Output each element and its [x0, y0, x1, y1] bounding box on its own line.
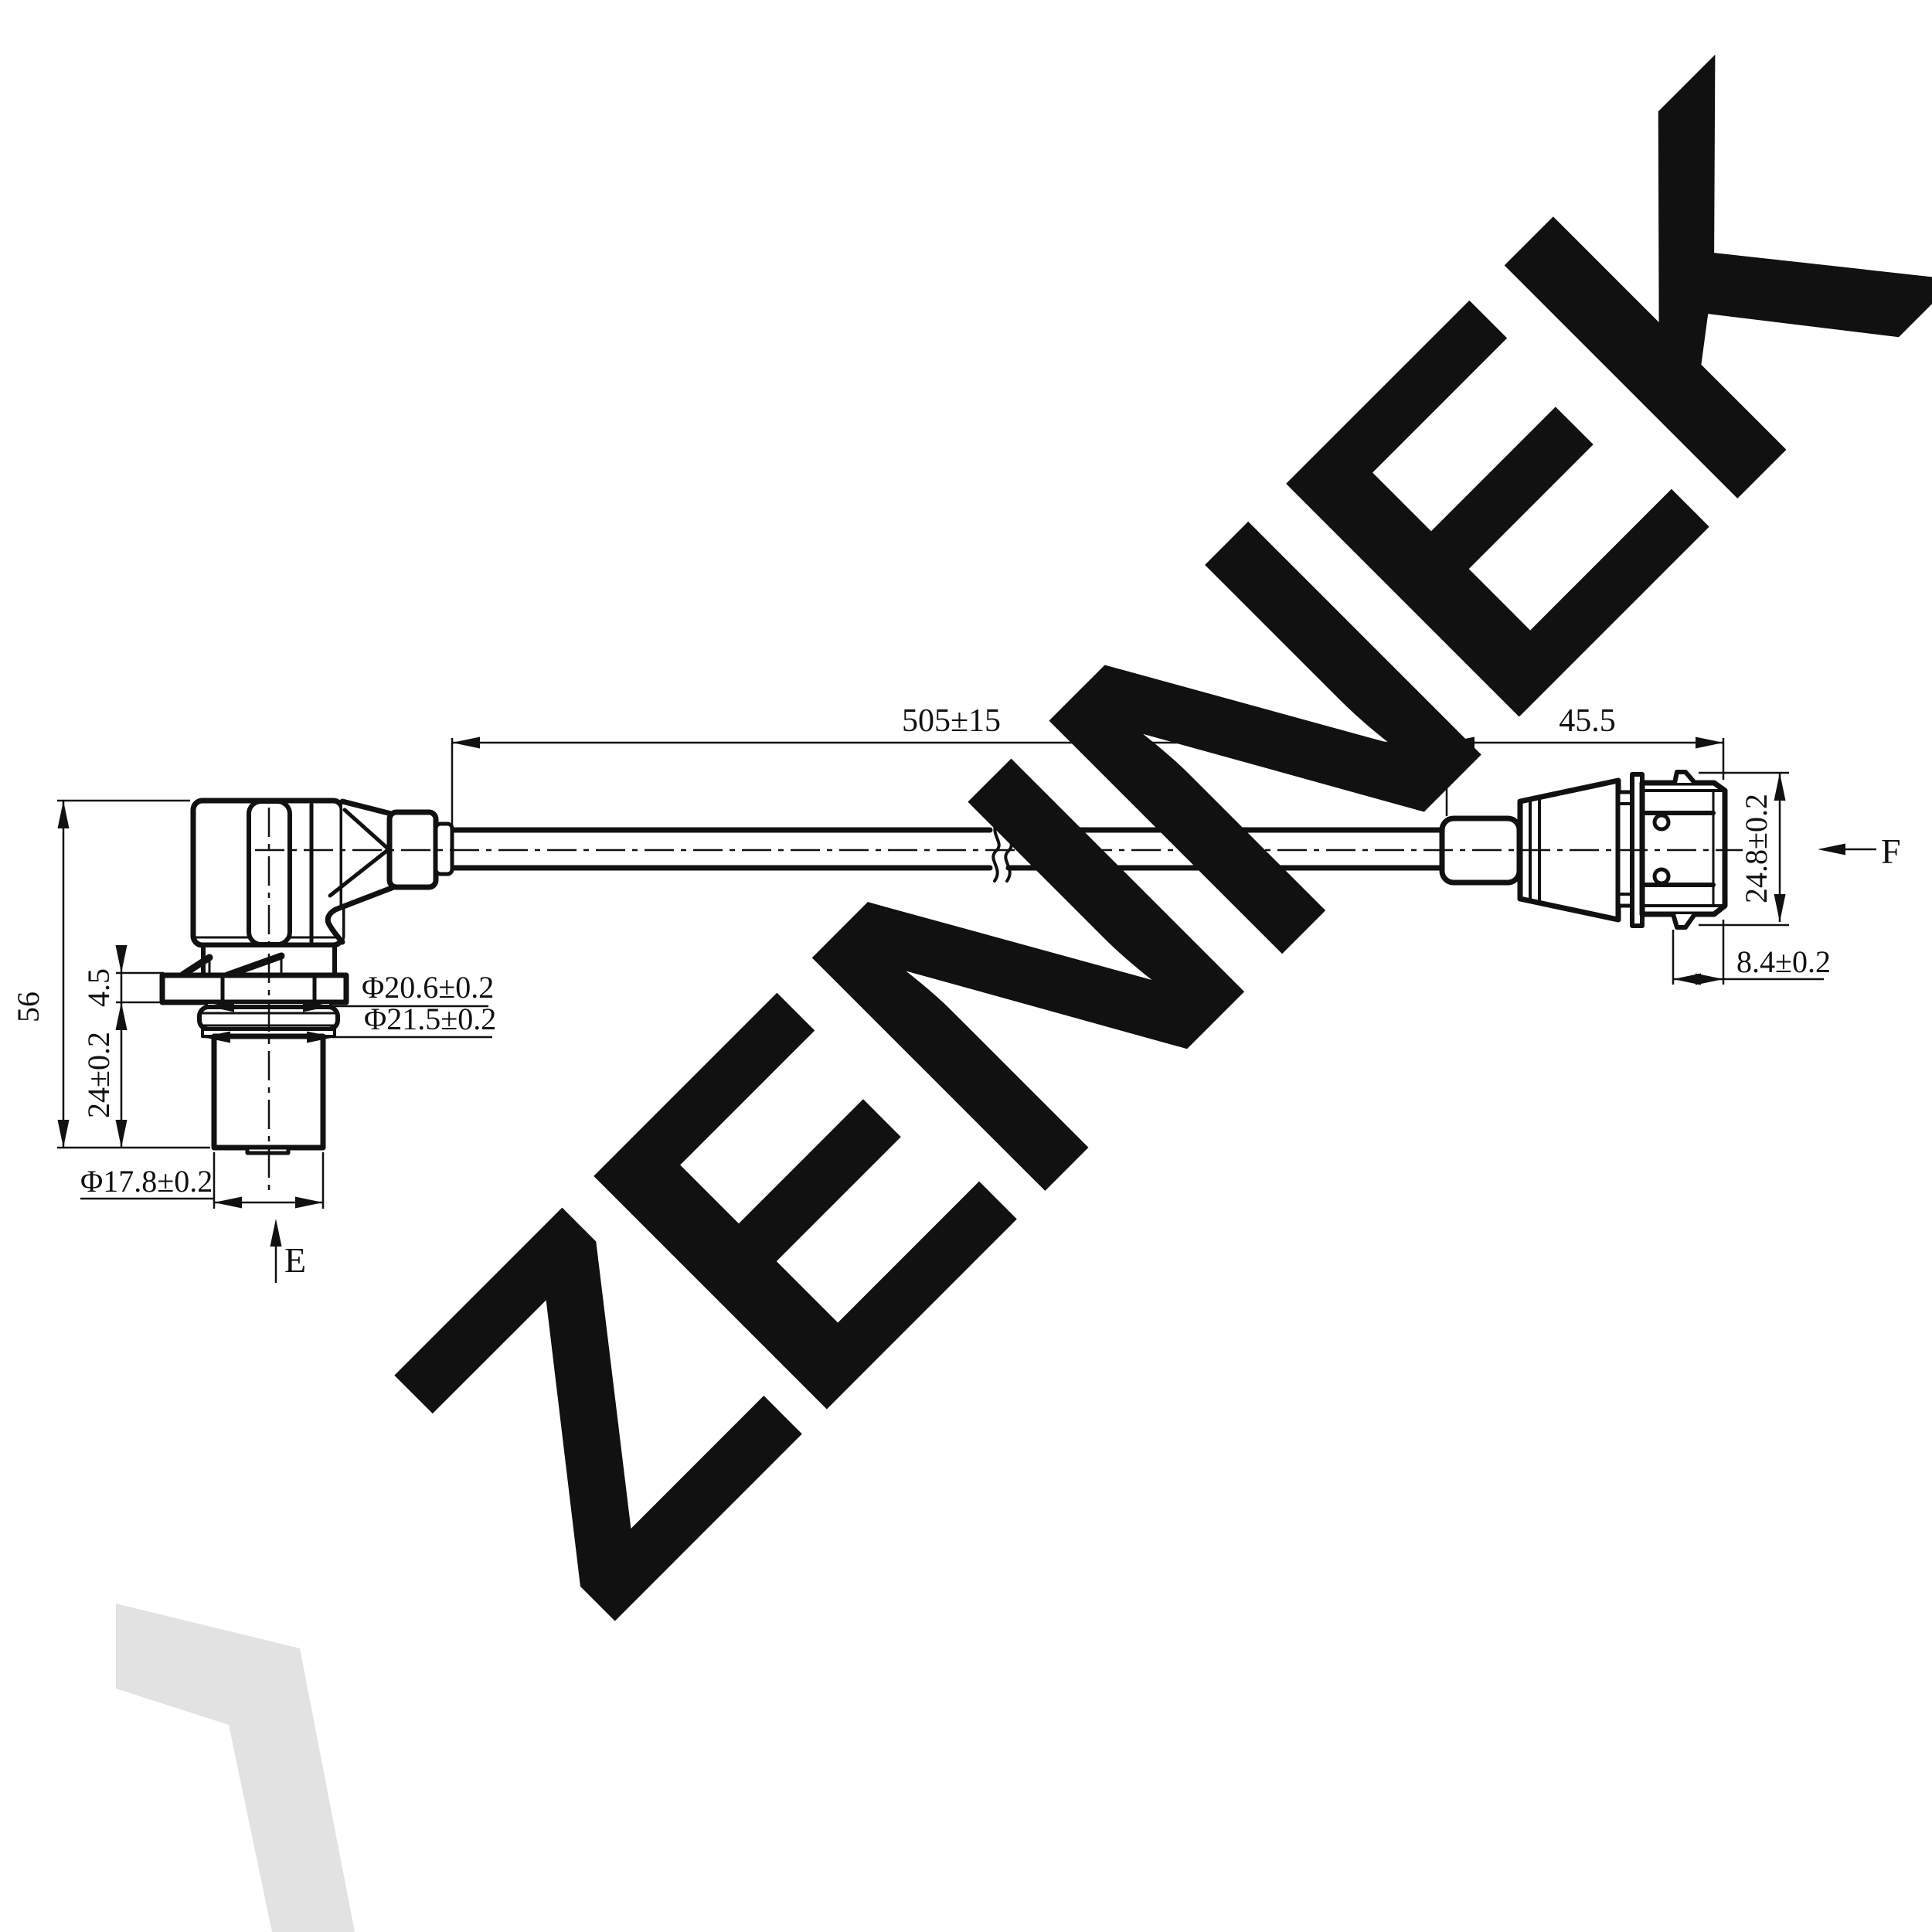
dimension-lines	[57, 736, 1876, 1283]
connector-latch-top	[1672, 770, 1697, 785]
view-arrow-e	[270, 1219, 282, 1247]
probe-tip	[245, 1145, 291, 1155]
spring-clip-right	[223, 952, 285, 979]
centerlines	[255, 808, 1743, 1196]
watermark: ZENNEK	[116, 0, 1932, 1932]
spring-clip-left	[179, 954, 213, 978]
connector-pin	[1652, 813, 1671, 832]
dim-flange-thickness: 4.5	[81, 968, 116, 1007]
dim-collar-diameter: Φ20.6±0.2	[362, 970, 494, 1005]
dim-cable-length: 505±15	[902, 703, 1001, 739]
connector-pin	[1652, 867, 1671, 886]
watermark-logo-icon	[116, 1604, 355, 1932]
dim-sensor-height: 56	[11, 992, 46, 1022]
dim-connector-height: 24.8±0.2	[1739, 794, 1774, 903]
mounting-flange	[159, 972, 349, 1005]
cable	[451, 818, 1445, 883]
dim-connector-length: 45.5	[1559, 703, 1616, 739]
dim-oring-diameter: Φ21.5±0.2	[364, 1002, 496, 1036]
view-arrow-f	[1818, 843, 1845, 855]
connector-cone	[1517, 777, 1621, 923]
dim-probe-diameter: Φ17.8±0.2	[80, 1164, 213, 1199]
dimension-labels: 505±15 45.5 56 4.5 24±0.2 Φ20.6±0.2 Φ21.…	[11, 703, 1901, 1280]
view-label-e: E	[284, 1240, 306, 1280]
connector-latch-bottom	[1671, 912, 1697, 930]
view-label-f: F	[1881, 832, 1901, 871]
cable-ferrule-step	[434, 821, 454, 876]
dim-latch-width: 8.4±0.2	[1736, 944, 1831, 979]
dim-probe-length: 24±0.2	[81, 1032, 116, 1118]
